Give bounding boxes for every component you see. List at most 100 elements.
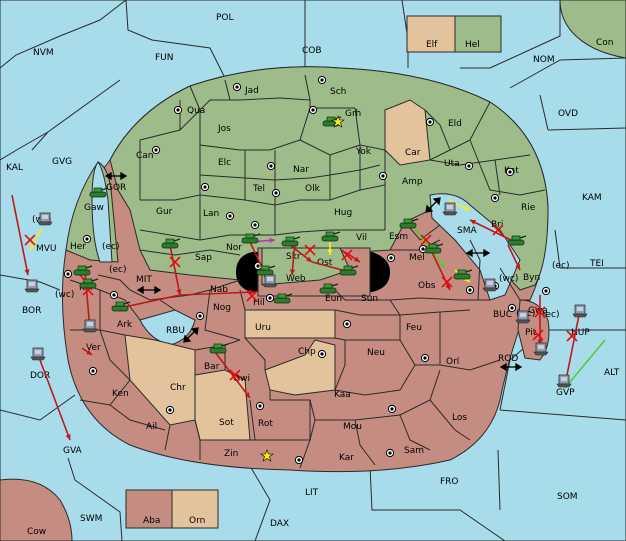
province-label-mou: Mou xyxy=(343,422,362,432)
order-cross-hil-icon xyxy=(246,290,258,302)
legend-hel-swatch xyxy=(454,15,502,53)
order-arrow-nab-hil xyxy=(179,291,256,296)
province-label-sun: Sun xyxy=(361,294,378,304)
supply-center-dot xyxy=(112,293,116,297)
fleet-unit-icon xyxy=(442,202,458,216)
province-label-mel: Mel xyxy=(409,253,425,263)
province-label-car: Car xyxy=(405,148,421,158)
order-arrow-bar-qwi xyxy=(214,351,251,399)
order-arrow-mvu-head xyxy=(30,244,35,250)
supply-center-dot xyxy=(320,352,324,356)
sea-label-dor: DOR xyxy=(30,371,50,381)
coast-label-kor-ec: (ec) xyxy=(109,265,127,275)
order-cross-obs-icon xyxy=(441,276,453,288)
sea-label-fro: FRO xyxy=(440,477,459,487)
star-marker-grh-icon xyxy=(331,115,345,128)
order-arrow-mel-obs-head xyxy=(445,284,451,290)
sea-label-kal: KAL xyxy=(6,163,23,173)
order-cross-bri-icon xyxy=(492,224,504,236)
strait-arrow-gor-icon xyxy=(104,171,128,181)
province-web-area[interactable] xyxy=(261,247,351,286)
supply-center-dot xyxy=(421,247,425,251)
legend-orn-swatch xyxy=(171,489,219,529)
order-cross-esm-icon xyxy=(420,234,432,246)
province-label-ark: Ark xyxy=(117,320,133,330)
order-cross-hup-icon xyxy=(566,330,578,342)
order-arrow-vil-head xyxy=(354,256,360,262)
order-arrow-hup-gvp xyxy=(564,309,581,386)
sea-label-mvu: MVU xyxy=(36,244,57,254)
province-nil[interactable] xyxy=(264,339,336,396)
legend-elf-label: Elf xyxy=(426,40,438,50)
province-label-qua: Qua xyxy=(187,106,205,116)
supply-center-dot xyxy=(544,289,548,293)
province-label-uru: Uru xyxy=(255,323,271,333)
province-label-los: Los xyxy=(452,413,467,423)
supply-center-dot xyxy=(235,85,239,89)
sea-label-ovd: OVD xyxy=(558,109,578,119)
supply-center-dot xyxy=(493,196,497,200)
corner-land-cow[interactable] xyxy=(0,478,73,541)
sea-label-bor: BOR xyxy=(22,306,41,316)
province-label-nor: Nor xyxy=(226,243,242,253)
supply-center-dot xyxy=(91,369,95,373)
province-label-nar: Nar xyxy=(293,165,309,175)
coast-label-gwa-ec: (ec) xyxy=(542,310,560,320)
order-cross-skr-icon xyxy=(304,244,316,256)
province-label-ver: Ver xyxy=(86,343,101,353)
sea-label-hup: HUP xyxy=(571,328,590,338)
supply-center-dot xyxy=(467,164,471,168)
strait-arrow-sma-icon xyxy=(425,197,441,213)
province-label-yok: Yok xyxy=(355,147,372,157)
sea-label-con: Con xyxy=(596,38,614,48)
fleet-unit-icon xyxy=(533,342,549,356)
fleet-unit-icon xyxy=(482,278,498,292)
supply-centers xyxy=(63,75,551,465)
province-label-gaw: Gaw xyxy=(84,203,104,213)
star-marker-zin-icon xyxy=(260,449,274,462)
sea-label-sma: SMA xyxy=(457,226,477,236)
order-arrows xyxy=(11,194,606,441)
supply-center-dot xyxy=(228,214,232,218)
order-arrow-nab-hil-head xyxy=(249,289,255,295)
army-unit-icon xyxy=(73,265,93,276)
sea-label-gor: GOR xyxy=(106,183,126,193)
province-label-sap: Sap xyxy=(195,253,212,263)
province-label-sot: Sot xyxy=(219,418,234,428)
sea-label-cob: COB xyxy=(302,46,322,56)
province-label-elc: Elc xyxy=(218,158,231,168)
supply-center-dot xyxy=(154,148,158,152)
legend-hel-label: Hel xyxy=(465,40,480,50)
order-arrow-skr-ost-head xyxy=(306,256,312,262)
province-label-lan: Lan xyxy=(203,209,219,219)
supply-center-dot xyxy=(510,306,514,310)
order-arrow-bri-byn-head xyxy=(515,264,521,270)
province-label-obs: Obs xyxy=(418,281,436,291)
province-label-pit: Pit xyxy=(525,328,537,338)
province-label-nab: Nab xyxy=(210,285,228,295)
province-label-rie: Rie xyxy=(521,203,536,213)
order-cross-mvu-icon xyxy=(24,234,36,246)
province-label-sam: Sam xyxy=(404,446,424,456)
order-arrow-skr-web-head xyxy=(289,269,296,275)
order-arrow-bri-sma-head xyxy=(470,220,476,225)
army-unit-icon xyxy=(241,233,261,244)
sea-label-rod: ROD xyxy=(498,354,518,364)
supply-center-dot xyxy=(85,237,89,241)
province-label-ail: Ail xyxy=(146,422,157,432)
province-label-sch: Sch xyxy=(330,87,346,97)
army-unit-icon xyxy=(161,238,181,249)
province-label-ost: Ost xyxy=(317,258,333,268)
province-label-gur: Gur xyxy=(156,207,173,217)
supply-center-dot xyxy=(468,288,472,292)
fleet-unit-icon xyxy=(515,310,531,324)
province-label-tel: Tel xyxy=(252,184,265,194)
fleet-unit-icon xyxy=(37,212,53,226)
corner-land-con[interactable] xyxy=(559,0,626,59)
army-unit-icon xyxy=(507,235,527,246)
legend-elf-swatch xyxy=(406,15,456,53)
province-label-amp: Amp xyxy=(402,177,423,187)
sea-label-swm: SWM xyxy=(80,514,102,524)
strait-arrow-rod-icon xyxy=(499,362,523,372)
strait-arrow-buc-icon xyxy=(465,248,491,258)
